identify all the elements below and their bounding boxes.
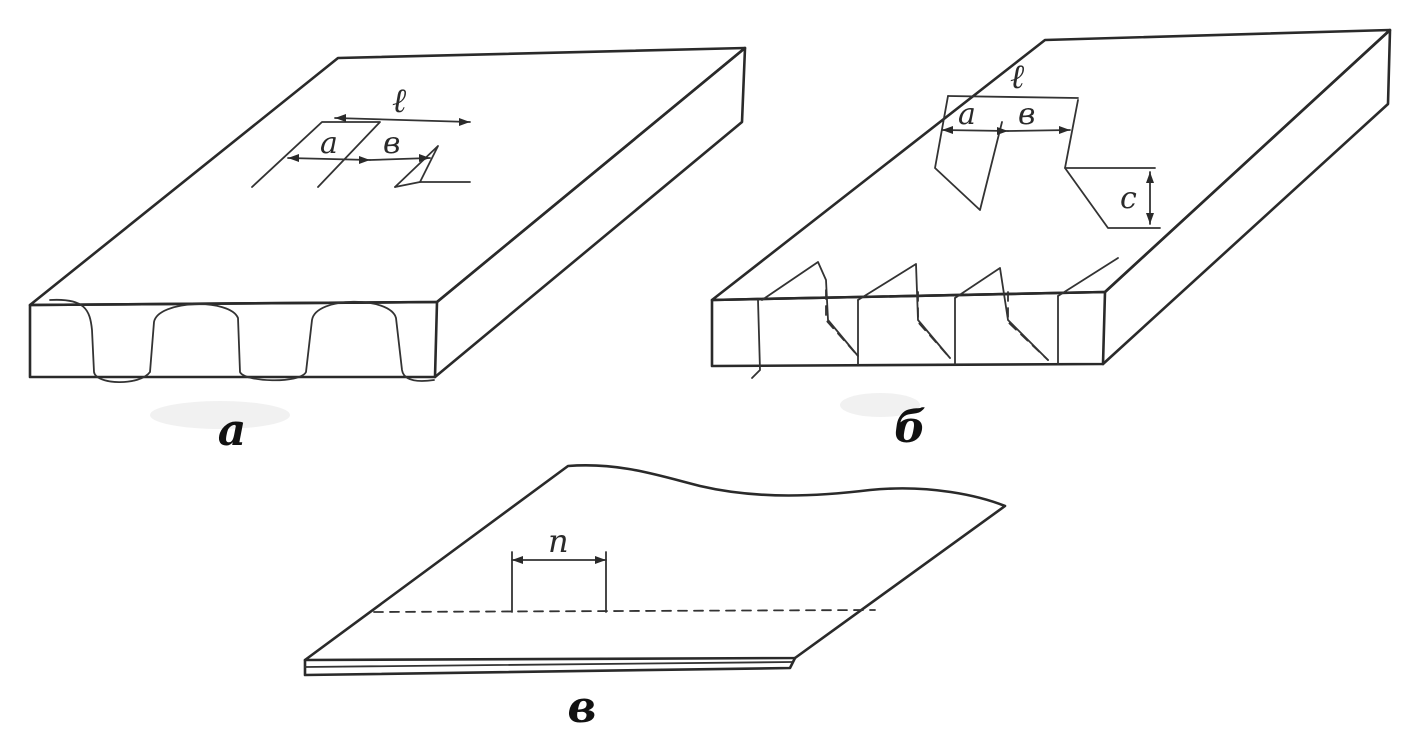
arrowhead (359, 156, 370, 164)
figure-a-label-a: a (320, 126, 338, 161)
figure-b-notch-left (934, 95, 1003, 211)
figure-v-sheet-edge (304, 661, 793, 668)
figure-a-dimension-a-line (287, 157, 371, 161)
figure-a-notch-base (394, 181, 421, 188)
scan-smudge (150, 401, 290, 429)
figure-a-label-b: в (383, 126, 400, 161)
figure-a-thread-stitching (49, 298, 435, 383)
arrowhead (1059, 126, 1070, 134)
arrowhead (512, 556, 523, 564)
figure-b-label-l: ℓ (1010, 57, 1024, 97)
figure-a-top-face (28, 46, 747, 307)
arrowhead (288, 154, 299, 162)
figure-a-book-block: ℓ a в (28, 46, 747, 383)
figure-a-notch-left (251, 121, 381, 188)
figure-b-dimension-l-line (947, 95, 1079, 99)
arrowhead (419, 154, 430, 162)
figure-a-caption: а (218, 405, 247, 456)
figure-b-label-a: a (958, 97, 976, 132)
arrowhead (942, 126, 953, 134)
scan-smudge (840, 393, 920, 417)
figure-b-front-face (710, 290, 1107, 368)
arrowhead (997, 127, 1008, 135)
figure-b-hidden-cut (1007, 291, 1049, 361)
arrowhead (595, 556, 606, 564)
figure-a-dimension-l-line (334, 117, 471, 123)
arrowhead (1146, 172, 1154, 183)
arrowhead (335, 114, 346, 122)
figure-v-caption: в (568, 682, 597, 733)
arrowhead (1146, 213, 1154, 224)
figure-b-book-block: ℓ a в c (710, 28, 1392, 379)
figure-b-label-c: c (1120, 181, 1137, 216)
figure-a-notch-right (394, 145, 471, 188)
figure-b-cut (751, 299, 761, 379)
figure-b-top-face (710, 28, 1392, 302)
figure-a-side-face (433, 46, 747, 379)
figure-b-cut (1057, 257, 1119, 297)
figure-v-label-n: n (548, 522, 569, 560)
figure-v-top-sheet (303, 464, 1007, 662)
figure-v-sheet: n (303, 464, 1007, 677)
figure-b-caption: б (894, 402, 926, 453)
figure-a-label-l: ℓ (392, 81, 406, 121)
arrowhead (459, 118, 470, 126)
figure-b-cut (857, 263, 951, 359)
figure-b-notch-right (1064, 99, 1161, 229)
figure-b-label-b: в (1018, 97, 1035, 132)
figure-b-cut (761, 261, 859, 357)
figure-v-fold-line (373, 609, 876, 613)
figure-b-side-face (1101, 28, 1392, 366)
